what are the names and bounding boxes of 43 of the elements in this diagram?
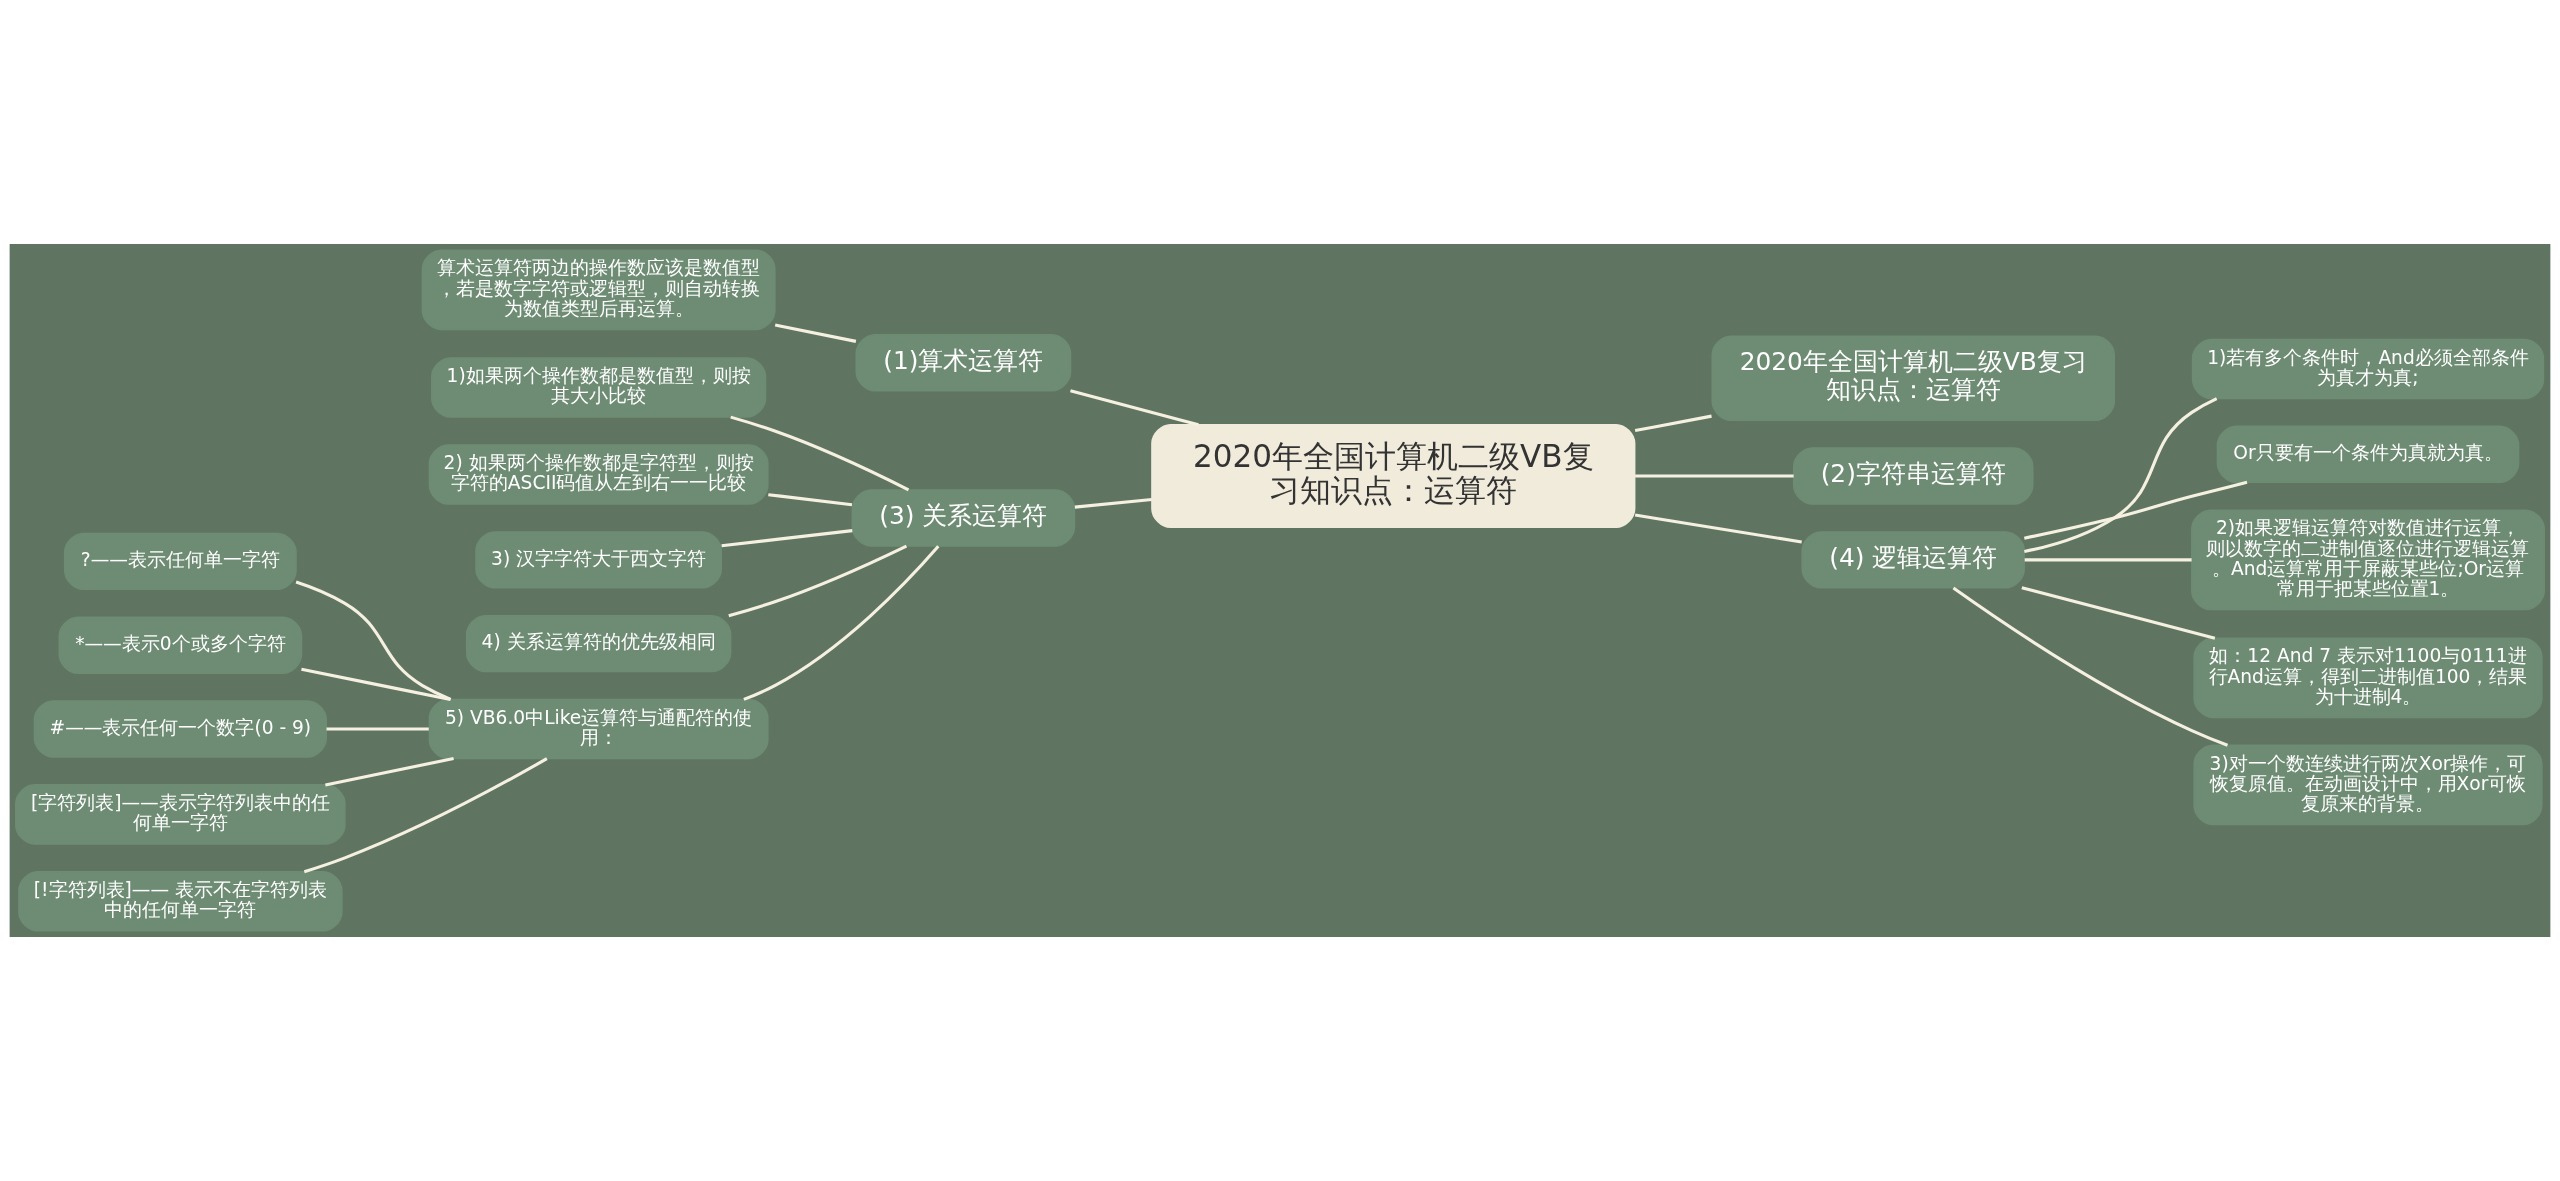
node-box: Or只要有一个条件为真就为真。 <box>2216 425 2520 483</box>
node-box: 2)如果逻辑运算符对数值进行运算，则以数字的二进制值逐位进行逻辑运算。And运算常用于屏蔽某些位;Or运算常用于把某些位置1。 <box>2191 509 2545 611</box>
node-box: 4) 关系运算符的优先级相同 <box>465 614 732 673</box>
connector <box>1952 586 2229 747</box>
connector <box>325 757 454 787</box>
node-box: (2)字符串运算符 <box>1792 447 2034 505</box>
connector <box>728 544 908 618</box>
node-box: 2020年全国计算机二级VB复习知识点：运算符 <box>1711 335 2115 421</box>
connector <box>303 757 548 874</box>
node-box: #——表示任何一个数字(0 - 9) <box>33 700 328 758</box>
connector <box>326 727 429 731</box>
connector <box>774 323 857 343</box>
connector <box>1074 498 1153 509</box>
connector <box>721 529 853 548</box>
connector <box>2024 558 2192 562</box>
node-box: 算术运算符两边的操作数应该是数值型，若是数字字符或逻辑型，则自动转换为数值类型后再运算。 <box>421 249 776 331</box>
node-box: ?——表示任何单一字符 <box>63 532 297 591</box>
connector <box>1634 414 1712 433</box>
node-box: 3) 汉字字符大于西文字符 <box>475 531 723 589</box>
node-box: 2) 如果两个操作数都是字符型，则按字符的ASCII码值从左到右一一比较 <box>428 444 769 505</box>
node-box: 5) VB6.0中Like运算符与通配符的使用： <box>428 698 769 760</box>
connector <box>301 667 451 701</box>
node-box: [字符列表]——表示字符列表中的任何单一字符 <box>15 784 346 845</box>
node-box: 3)对一个数连续进行两次Xor操作，可恢复原值。在动画设计中，用Xor可恢复原来的背景。 <box>2193 744 2543 826</box>
node-box: (4) 逻辑运算符 <box>1801 531 2025 589</box>
node-box: [!字符列表]—— 表示不在字符列表中的任何单一字符 <box>18 871 343 932</box>
connector <box>768 493 853 507</box>
node-box: 如：12 And 7 表示对1100与0111进行And运算，得到二进制值100，结果为十进制4。 <box>2193 637 2543 719</box>
node-box: 1)若有多个条件时，And必须全部条件为真才为真; <box>2191 338 2545 400</box>
connector <box>2023 480 2248 540</box>
node-box: (3) 关系运算符 <box>851 489 1076 547</box>
connector <box>295 580 452 701</box>
connector <box>743 545 940 701</box>
connector <box>730 415 910 492</box>
node-box: 2020年全国计算机二级VB复习知识点：运算符 <box>1151 424 1636 529</box>
connector <box>2021 586 2216 640</box>
connector <box>2024 397 2218 553</box>
node-box: (1)算术运算符 <box>855 334 1072 392</box>
connector <box>1635 474 1794 478</box>
node-box: 1)如果两个操作数都是数值型，则按其大小比较 <box>431 357 767 418</box>
connector <box>1070 389 1199 427</box>
connector <box>1634 513 1802 544</box>
node-box: *——表示0个或多个字符 <box>58 616 303 674</box>
